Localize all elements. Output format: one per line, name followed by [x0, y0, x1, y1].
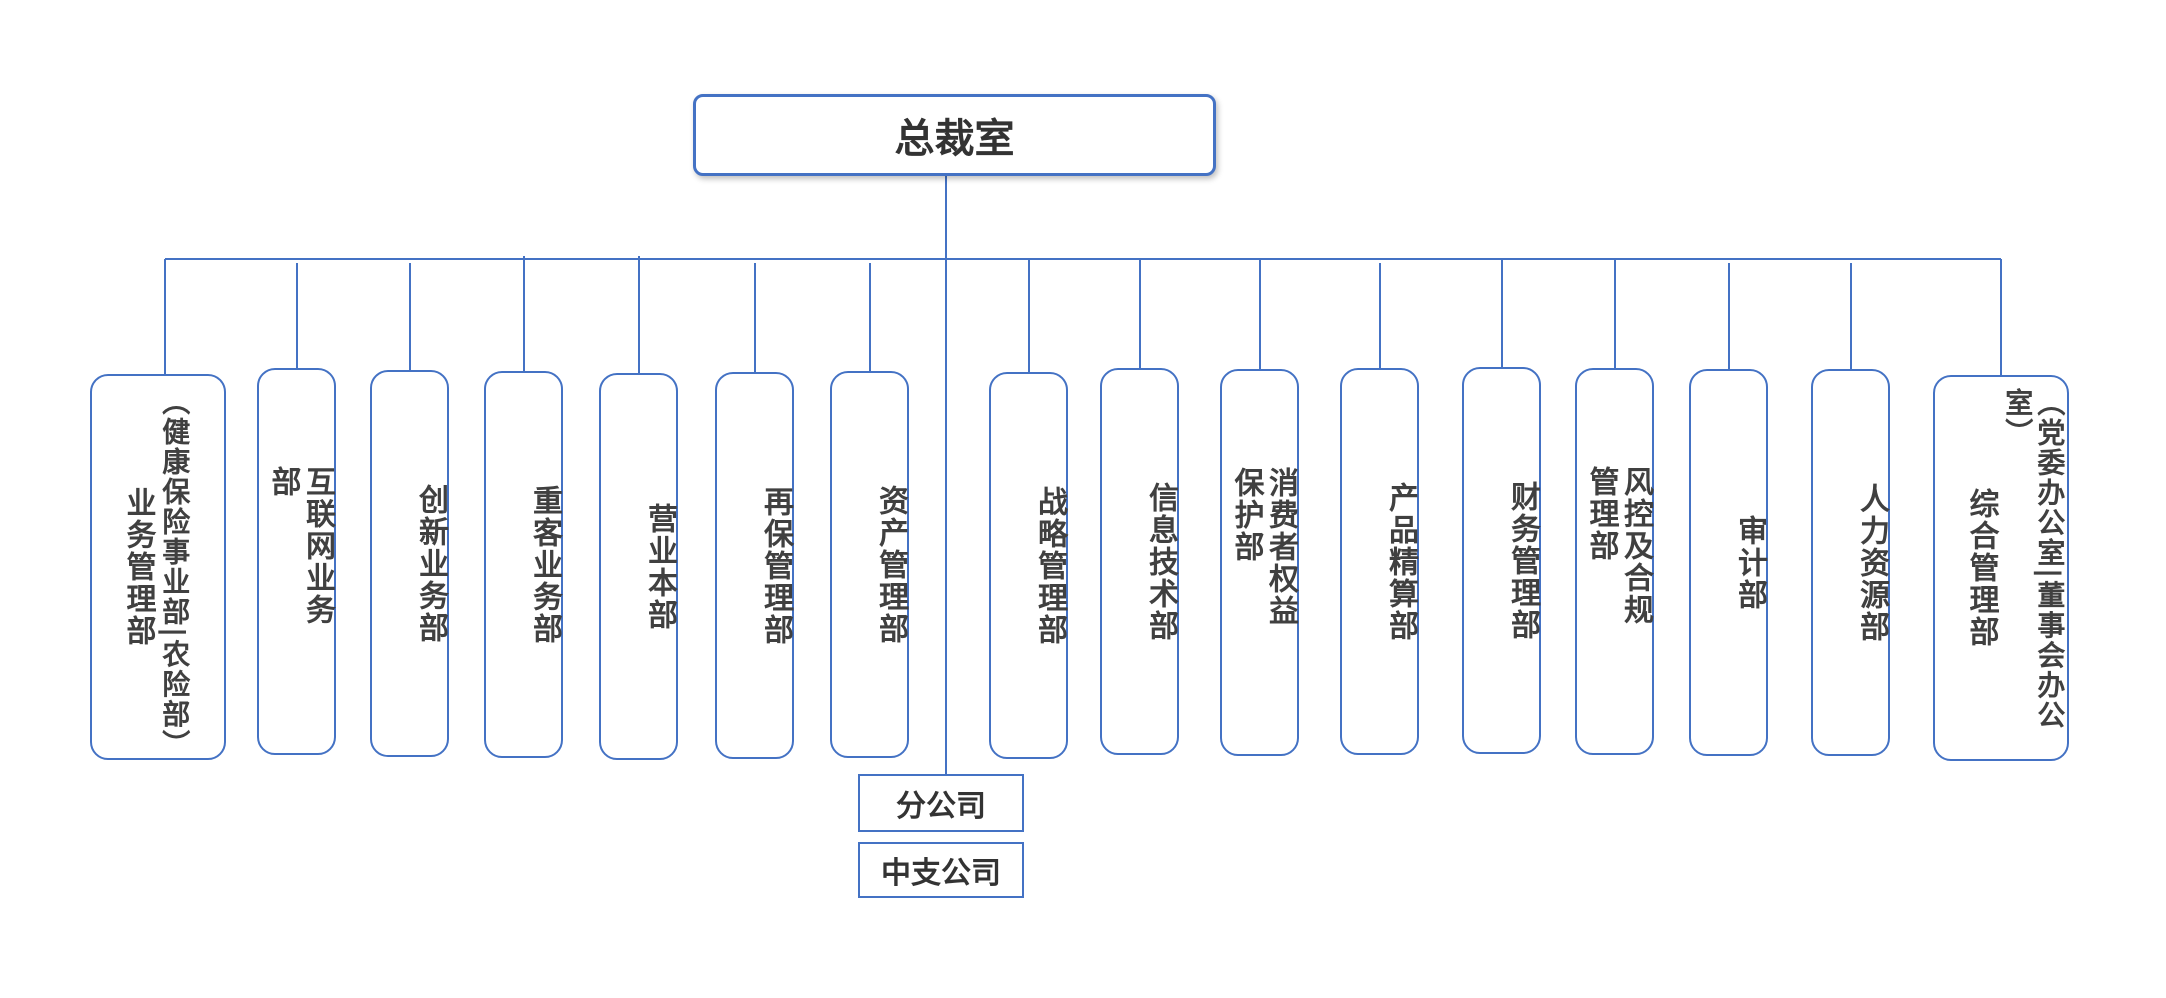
- dept-label: 业务管理部: [120, 487, 156, 647]
- dept-node-11[interactable]: 产品精算部: [1340, 368, 1419, 755]
- root-node-label: 总裁室: [894, 116, 1015, 162]
- dept-note: （健康保险事业部|农险部）: [158, 387, 192, 760]
- dept-label: 综合管理部: [1963, 488, 1999, 648]
- dept-note: （党委办公室|董事会办公室）: [2001, 388, 2067, 731]
- dept-node-5[interactable]: 营业本部: [599, 373, 678, 760]
- dept-label: 重客业务部: [527, 484, 562, 645]
- dept-label: 消费者权益保护部: [1228, 466, 1299, 627]
- dept-label: 产品精算部: [1383, 481, 1418, 642]
- sub-branch-company-box[interactable]: 中支公司: [858, 842, 1024, 898]
- dept-node-2[interactable]: 互联网业务部: [257, 368, 336, 755]
- dept-label: 战略管理部: [1032, 485, 1067, 646]
- dept-node-10[interactable]: 消费者权益保护部: [1220, 369, 1299, 756]
- dept-node-12[interactable]: 财务管理部: [1462, 367, 1541, 754]
- dept-label: 信息技术部: [1143, 481, 1178, 642]
- dept-node-1[interactable]: 业务管理部（健康保险事业部|农险部）: [90, 374, 226, 760]
- branch-company-box[interactable]: 分公司: [858, 774, 1024, 832]
- dept-node-16[interactable]: 综合管理部（党委办公室|董事会办公室）: [1933, 375, 2069, 761]
- dept-label: 再保管理部: [758, 485, 793, 646]
- dept-node-4[interactable]: 重客业务部: [484, 371, 563, 758]
- dept-node-9[interactable]: 信息技术部: [1100, 368, 1179, 755]
- dept-node-15[interactable]: 人力资源部: [1811, 369, 1890, 756]
- dept-label: 财务管理部: [1505, 480, 1540, 641]
- dept-label: 资产管理部: [873, 484, 908, 645]
- dept-label: 风控及合规管理部: [1583, 465, 1654, 626]
- dept-label: 互联网业务部: [265, 465, 336, 626]
- sub-branch-company-label: 中支公司: [881, 856, 1001, 891]
- dept-label: 审计部: [1732, 514, 1767, 611]
- root-node-president-office[interactable]: 总裁室: [693, 94, 1216, 176]
- dept-node-7[interactable]: 资产管理部: [830, 371, 909, 758]
- dept-label: 创新业务部: [413, 483, 448, 644]
- dept-label: 营业本部: [642, 502, 677, 631]
- dept-node-8[interactable]: 战略管理部: [989, 372, 1068, 759]
- dept-node-3[interactable]: 创新业务部: [370, 370, 449, 757]
- branch-company-label: 分公司: [896, 789, 986, 824]
- dept-node-14[interactable]: 审计部: [1689, 369, 1768, 756]
- dept-node-6[interactable]: 再保管理部: [715, 372, 794, 759]
- dept-node-13[interactable]: 风控及合规管理部: [1575, 368, 1654, 755]
- dept-label: 人力资源部: [1854, 482, 1889, 643]
